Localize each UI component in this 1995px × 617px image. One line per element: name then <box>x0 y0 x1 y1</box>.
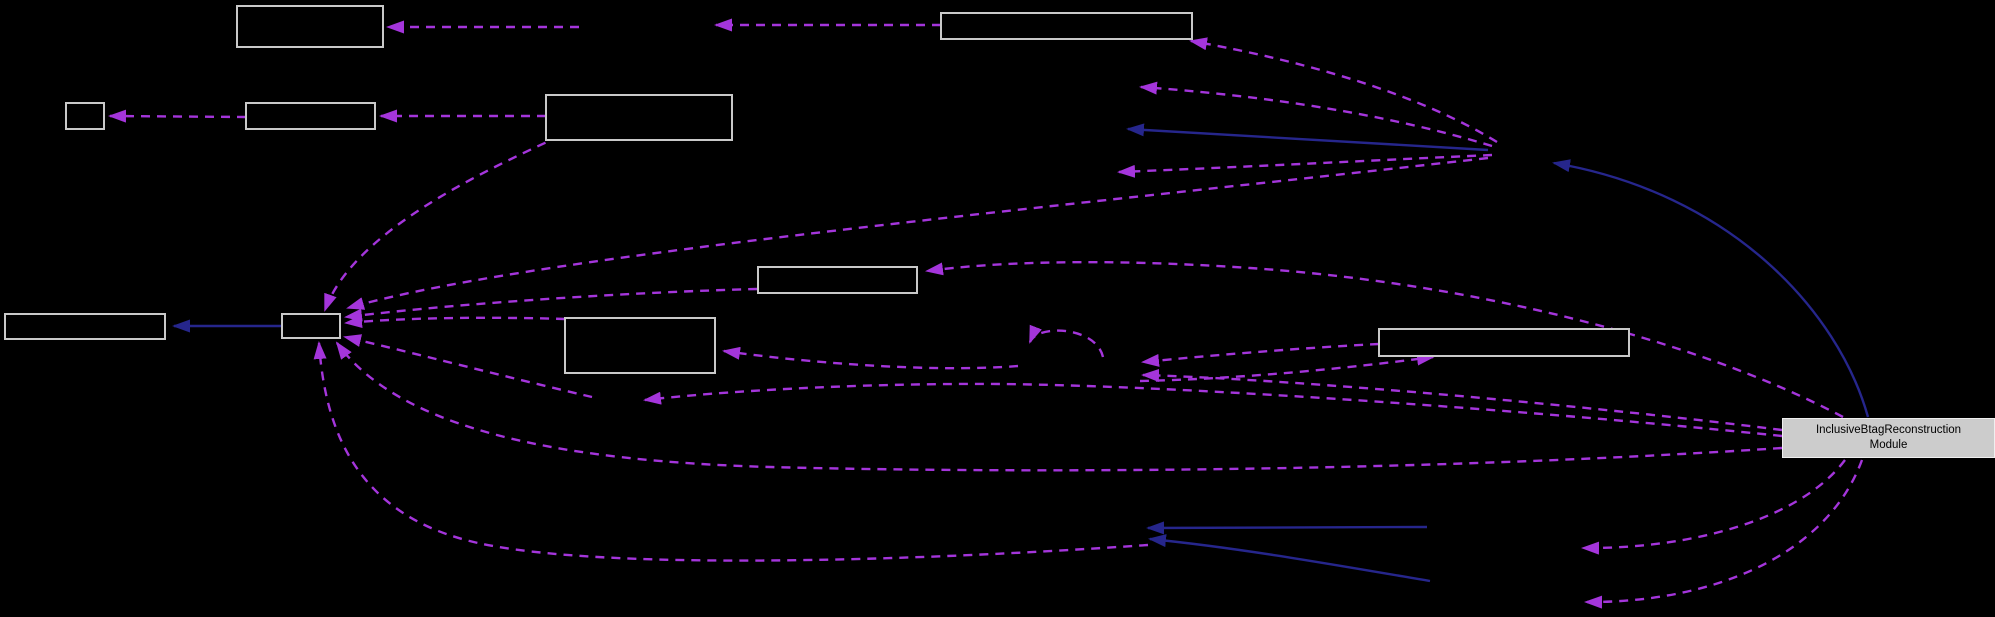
edge-usage-loopnode-to-box10 <box>1139 352 1435 383</box>
class-node-box-7[interactable] <box>4 313 166 340</box>
edge-usage-hub-to-box8 <box>346 156 1489 310</box>
edge-usage-box9-to-box8 <box>344 315 566 328</box>
module-node: InclusiveBtagReconstruction Module <box>1782 418 1995 458</box>
edge-usage-module-to-midnode <box>643 382 1783 438</box>
edge-usage-hub-to-box5 <box>1189 37 1498 144</box>
module-node-label-line1: InclusiveBtagReconstruction <box>1815 424 1962 437</box>
edge-usage-box4-to-box8 <box>323 134 561 312</box>
edge-usage-lower-to-box8 <box>313 341 1149 562</box>
class-node-box-3[interactable] <box>65 102 105 130</box>
edge-inherit-bottom-lower <box>1148 534 1431 583</box>
edge-usage-box6-to-box8 <box>344 287 758 322</box>
class-node-box-4[interactable] <box>545 94 733 141</box>
edge-usage-node-to-box8-se <box>343 334 593 399</box>
edge-usage-module-sw-upper <box>1581 459 1846 555</box>
edge-usage-module-to-loopnode <box>1141 368 1783 432</box>
edge-usage-hub-upper-left <box>1139 81 1493 148</box>
class-node-box-1[interactable] <box>236 5 384 48</box>
edge-usage-loopnode-to-box9 <box>722 346 1019 370</box>
edge-inherit-hub-left <box>1126 123 1489 152</box>
edge-usage-module-to-box6 <box>925 260 1844 419</box>
class-node-box-6[interactable] <box>757 266 918 294</box>
class-node-box-5[interactable] <box>940 12 1193 40</box>
edge-inherit-module-to-hub <box>1552 159 1870 418</box>
edge-usage-box10-to-loopnode <box>1141 342 1380 367</box>
class-node-box-9[interactable] <box>564 317 716 374</box>
edge-usage-box2-to-box3 <box>108 109 247 123</box>
class-node-box-10[interactable] <box>1378 328 1630 357</box>
edge-usage-hub-lower-left <box>1117 153 1493 178</box>
edge-usage-self-loop <box>1028 324 1105 358</box>
edge-usage-module-to-box8 <box>335 341 1783 472</box>
class-node-box-8[interactable] <box>281 313 341 339</box>
edge-usage-module-sw-lower <box>1584 459 1864 609</box>
class-node-box-2[interactable] <box>245 102 376 130</box>
module-node-label-line2: Module <box>1869 439 1908 451</box>
edge-inherit-bottom-upper <box>1146 521 1428 535</box>
